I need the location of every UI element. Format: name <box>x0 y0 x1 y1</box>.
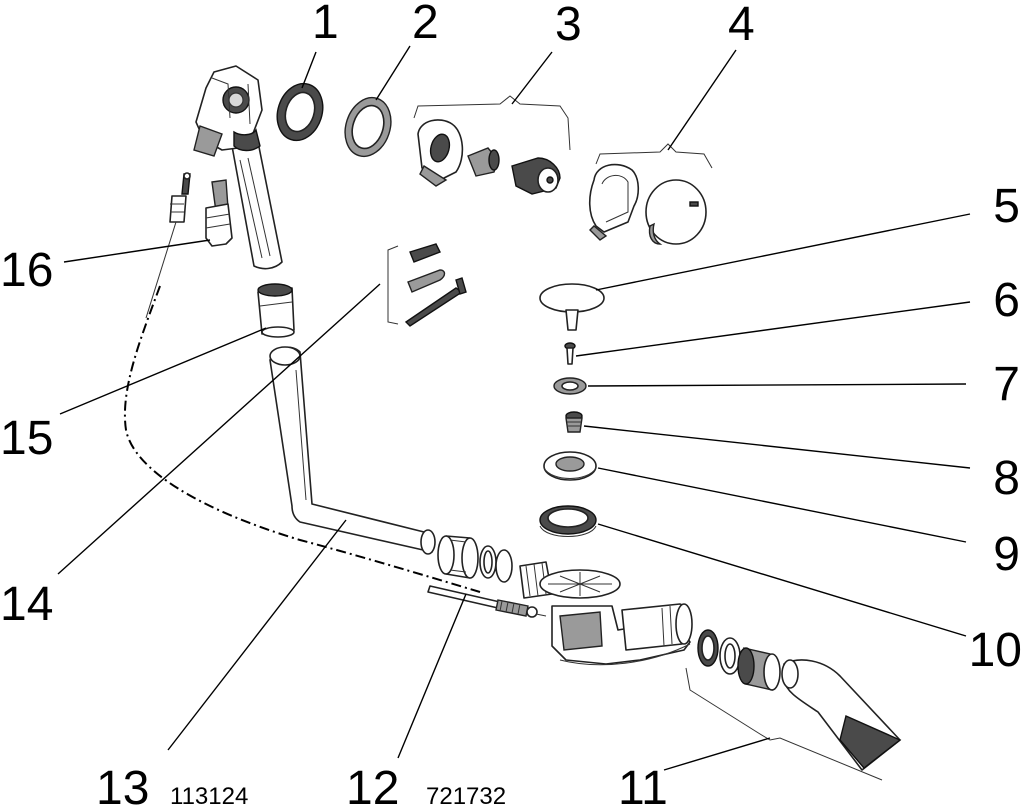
callout-11: 11 <box>618 762 668 808</box>
callout-10: 10 <box>969 624 1022 677</box>
callout-12: 12 <box>346 762 399 808</box>
part-1-gasket <box>276 82 324 142</box>
callout-16: 16 <box>0 244 53 297</box>
callout-9: 9 <box>993 528 1020 581</box>
callout-15: 15 <box>0 412 53 465</box>
overflow-housing <box>193 65 283 270</box>
part-3-overflow-set <box>417 119 561 195</box>
callout-14: 14 <box>0 578 53 631</box>
part-11-outlet <box>697 629 902 771</box>
part-8-insert <box>565 411 583 433</box>
pipe-nut-left <box>437 535 513 583</box>
callout-4: 4 <box>728 0 755 51</box>
callout-3: 3 <box>555 0 582 51</box>
part-9-strainer <box>543 451 597 481</box>
callout-7: 7 <box>993 358 1020 411</box>
part-15-sleeve <box>257 283 295 338</box>
part-6-screw <box>564 342 576 365</box>
part-5-plug <box>539 283 605 331</box>
part-2-ring <box>344 96 392 158</box>
part-10-seal <box>539 505 597 537</box>
bowden-cable <box>123 285 481 593</box>
part-13-pipe <box>269 346 436 555</box>
callout-13: 13 <box>96 762 149 808</box>
part-code-13: 113124 <box>170 783 248 808</box>
part-16-connector <box>169 172 233 247</box>
leader-lines <box>57 45 971 771</box>
waste-body <box>519 561 693 666</box>
callout-6: 6 <box>993 274 1020 327</box>
callout-8: 8 <box>993 452 1020 505</box>
callout-2: 2 <box>412 0 439 49</box>
part-14-tools <box>387 243 467 327</box>
part-4-cover-set <box>588 163 707 245</box>
bowden-rod-upper <box>145 221 177 319</box>
callout-1: 1 <box>312 0 339 49</box>
part-7-washer <box>553 377 587 395</box>
callout-5: 5 <box>993 180 1020 233</box>
part-code-12: 721732 <box>426 783 506 808</box>
